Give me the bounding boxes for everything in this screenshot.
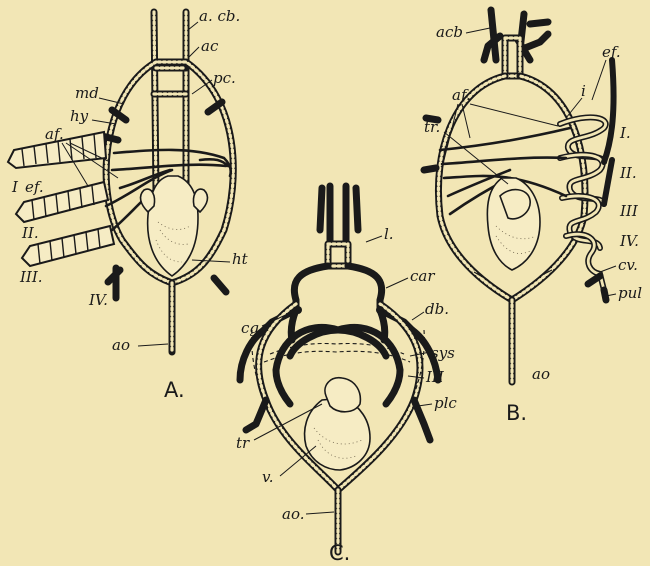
label-pul: pul	[618, 284, 642, 302]
caption-C: C.	[329, 541, 350, 565]
label-db: db.	[425, 300, 449, 318]
label-i: i	[581, 82, 586, 100]
label-acb: acb	[436, 23, 463, 41]
label-b-ao: ao	[532, 365, 550, 383]
label-I: I	[11, 178, 19, 196]
label-ao: ao	[112, 336, 130, 354]
label-b-II: II.	[619, 164, 637, 182]
label-pc: pc.	[213, 69, 236, 87]
label-b-I: I.	[619, 124, 631, 142]
panel-c-drawing	[240, 186, 438, 552]
label-cg: cg.	[241, 319, 264, 337]
label-c-tr: tr	[236, 434, 250, 452]
label-b-IV: IV.	[619, 232, 639, 250]
label-a-cb: a. cb.	[199, 7, 240, 25]
caption-B: B.	[506, 401, 527, 425]
label-b-af: af.	[452, 86, 471, 104]
label-v: v.	[262, 468, 273, 486]
label-md: md	[75, 84, 99, 102]
label-sys: sys	[431, 344, 455, 362]
label-ht: ht	[232, 250, 249, 268]
label-car: car	[410, 267, 435, 285]
label-b-ef: ef.	[602, 43, 621, 61]
label-b-tr: tr.	[424, 118, 440, 136]
caption-A: A.	[164, 378, 185, 402]
label-II: II.	[21, 224, 39, 242]
label-c-III: III	[425, 368, 445, 386]
label-af: af.	[45, 125, 64, 143]
label-hy: hy	[70, 107, 89, 125]
panel-b-drawing	[424, 10, 614, 382]
label-b-III: III	[619, 202, 639, 220]
label-III: III.	[19, 268, 43, 286]
label-l: l.	[384, 225, 394, 243]
label-cv: cv.	[618, 256, 638, 274]
label-ef: ef.	[25, 178, 44, 196]
label-c-ao: ao.	[282, 505, 304, 523]
label-ac: ac	[201, 37, 219, 55]
label-plc: plc	[434, 394, 457, 412]
label-IV: IV.	[88, 291, 108, 309]
